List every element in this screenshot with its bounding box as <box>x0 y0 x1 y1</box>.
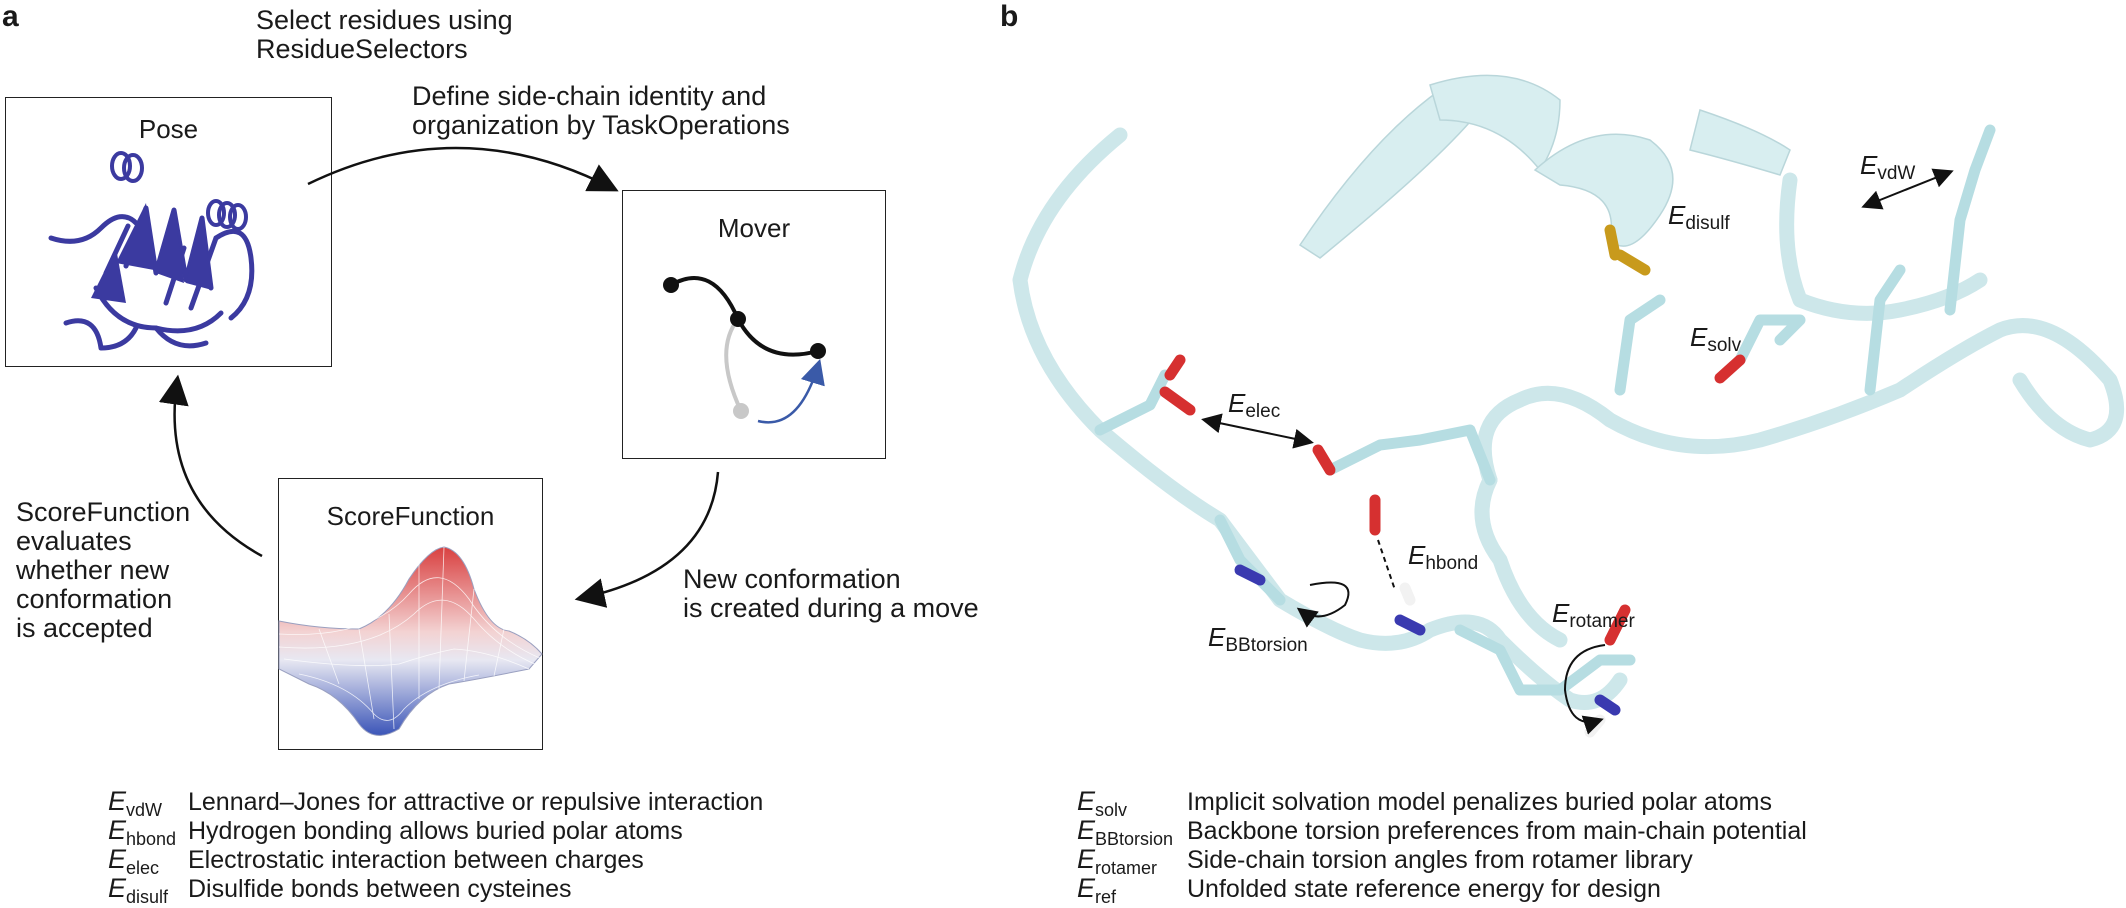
legend-sym-letter: E <box>108 815 127 845</box>
legend-symbol: Esolv <box>1077 786 1187 821</box>
caption-line: conformation <box>16 584 173 614</box>
pose-box: Pose <box>5 97 332 367</box>
caption-line: ResidueSelectors <box>256 34 468 64</box>
mover-title: Mover <box>717 213 791 243</box>
legend-text: Electrostatic interaction between charge… <box>188 846 644 874</box>
caption-line: Define side-chain identity and <box>412 81 767 111</box>
legend-sym-letter: E <box>1077 844 1096 874</box>
scorefunction-title: ScoreFunction <box>326 501 495 531</box>
legend-sym-sub: disulf <box>126 887 169 907</box>
legend-sym-letter: E <box>108 873 127 903</box>
label-e-hbond: Ehbond <box>1408 540 1478 575</box>
legend-sym-sub: hbond <box>126 829 177 849</box>
legend-symbol: Ehbond <box>108 815 188 850</box>
label-e-vdw: EvdW <box>1860 150 1915 185</box>
legend-text: Side-chain torsion angles from rotamer l… <box>1187 846 1693 874</box>
caption-select-residues: Select residues using ResidueSelectors <box>256 6 513 64</box>
label-symbol: E <box>1668 200 1686 230</box>
label-symbol: E <box>1208 622 1226 652</box>
legend-sym-letter: E <box>1077 815 1096 845</box>
mover-box: Mover <box>622 190 886 459</box>
caption-line: is created during a move <box>683 593 979 623</box>
scorefunction-box: ScoreFunction <box>278 478 543 750</box>
label-e-bbtorsion: EBBtorsion <box>1208 622 1308 657</box>
label-subscript: elec <box>1245 401 1281 422</box>
legend-text: Disulfide bonds between cysteines <box>188 875 572 903</box>
caption-define-sidechain: Define side-chain identity and organizat… <box>412 82 790 140</box>
label-e-solv: Esolv <box>1690 322 1741 357</box>
legend-sym-sub: ref <box>1095 887 1117 907</box>
panel-b-letter: b <box>1000 0 1019 33</box>
label-e-disulf: Edisulf <box>1668 200 1730 235</box>
label-subscript: disulf <box>1685 213 1730 234</box>
label-subscript: hbond <box>1425 553 1479 574</box>
label-symbol: E <box>1552 598 1570 628</box>
legend-text: Lennard–Jones for attractive or repulsiv… <box>188 788 764 816</box>
label-symbol: E <box>1690 322 1708 352</box>
caption-score-evaluates: ScoreFunction evaluates whether new conf… <box>16 498 190 643</box>
caption-line: whether new <box>16 555 170 585</box>
label-e-rotamer: Erotamer <box>1552 598 1635 633</box>
legend-sym-sub: solv <box>1095 800 1128 820</box>
caption-line: Select residues using <box>256 5 513 35</box>
legend-text: Implicit solvation model penalizes burie… <box>1187 788 1773 816</box>
energy-surface-image <box>278 546 543 736</box>
label-e-elec: Eelec <box>1228 388 1280 423</box>
label-symbol: E <box>1860 150 1878 180</box>
protein-cartoon-image <box>48 151 255 351</box>
legend-sym-sub: vdW <box>126 800 163 820</box>
pose-title: Pose <box>138 114 199 144</box>
legend-sym-letter: E <box>1077 873 1096 903</box>
caption-line: evaluates <box>16 526 132 556</box>
legend-sym-sub: rotamer <box>1095 858 1158 878</box>
legend-symbol: Eref <box>1077 873 1187 908</box>
legend-symbol: Erotamer <box>1077 844 1187 879</box>
label-subscript: vdW <box>1877 163 1916 184</box>
mover-diagram <box>663 275 826 424</box>
legend-symbol: EvdW <box>108 786 188 821</box>
legend-sym-letter: E <box>1077 786 1096 816</box>
caption-line: New conformation <box>683 564 901 594</box>
label-symbol: E <box>1228 388 1246 418</box>
legend-text: Hydrogen bonding allows buried polar ato… <box>188 817 683 845</box>
legend-symbol: Edisulf <box>108 873 188 908</box>
legend-sym-letter: E <box>108 844 127 874</box>
legend-sym-letter: E <box>108 786 127 816</box>
legend-text: Unfolded state reference energy for desi… <box>1187 875 1661 903</box>
label-subscript: rotamer <box>1569 611 1635 632</box>
caption-line: is accepted <box>16 613 153 643</box>
label-subscript: solv <box>1707 335 1742 356</box>
label-subscript: BBtorsion <box>1225 635 1308 656</box>
label-symbol: E <box>1408 540 1426 570</box>
caption-line: organization by TaskOperations <box>412 110 790 140</box>
legend-text: Backbone torsion preferences from main-c… <box>1187 817 1807 845</box>
legend-symbol: Eelec <box>108 844 188 879</box>
panel-a-letter: a <box>2 0 19 33</box>
legend-sym-sub: elec <box>126 858 160 878</box>
legend-sym-sub: BBtorsion <box>1095 829 1174 849</box>
caption-new-conformation: New conformation is created during a mov… <box>683 565 979 623</box>
caption-line: ScoreFunction <box>16 497 191 527</box>
legend-symbol: EBBtorsion <box>1077 815 1187 850</box>
